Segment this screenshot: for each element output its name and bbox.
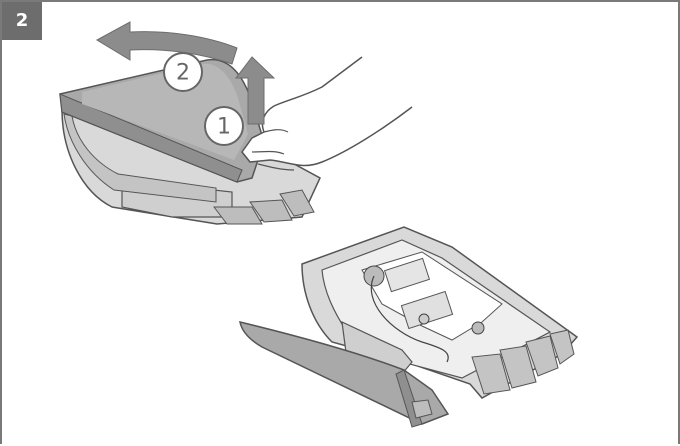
callout-1-label: 1: [217, 115, 231, 140]
back-arrow-icon: [97, 22, 237, 64]
callout-1: 1: [205, 107, 243, 145]
callout-2-label: 2: [176, 61, 190, 86]
callout-2: 2: [164, 53, 202, 91]
